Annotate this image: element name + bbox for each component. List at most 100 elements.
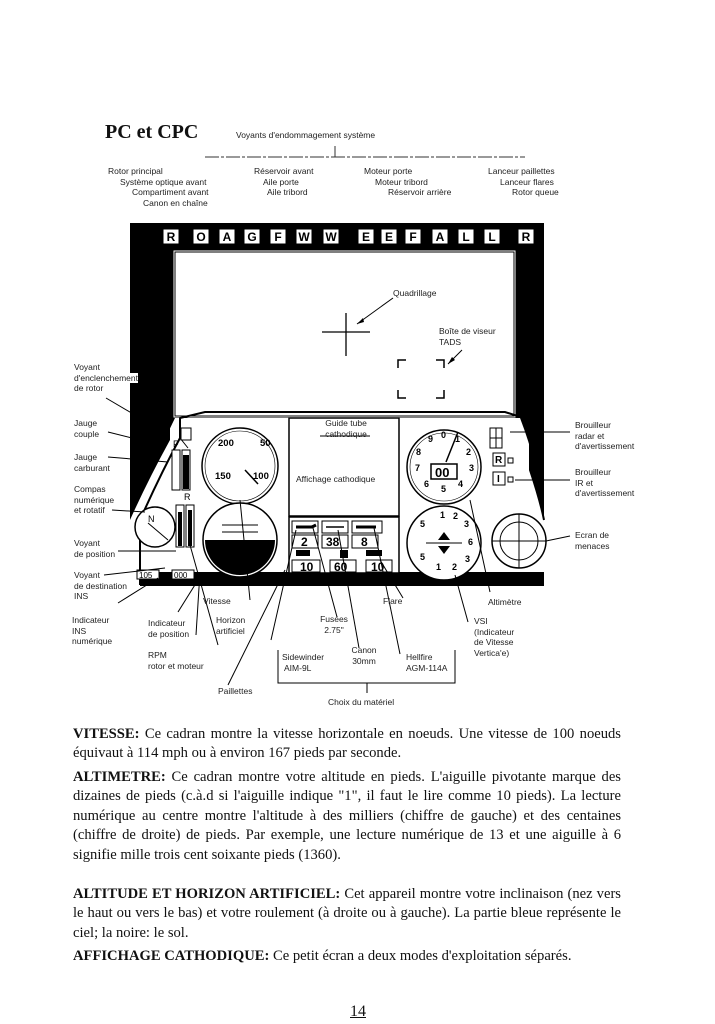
top-caption: Voyants d'endommagement système: [236, 130, 376, 140]
warning-light: [192, 228, 210, 245]
svg-text:1: 1: [436, 562, 441, 572]
svg-text:5: 5: [420, 552, 425, 562]
labels-col1: Rotor principal Système optique avant Co…: [108, 166, 209, 208]
page-number: 14: [350, 1003, 366, 1020]
paragraph-horizon: ALTITUDE ET HORIZON ARTIFICIEL: Cet appa…: [73, 886, 621, 941]
warning-light-label: A: [223, 230, 232, 244]
paragraph-vitesse: VITESSE: Ce cadran montre la vitesse hor…: [73, 726, 621, 762]
instrument-panel: [139, 411, 545, 585]
svg-text:2: 2: [453, 511, 458, 521]
warning-light-label: G: [247, 230, 256, 244]
warning-light-label: O: [196, 230, 205, 244]
warning-light: [218, 228, 236, 245]
svg-text:N: N: [148, 514, 155, 524]
svg-text:6: 6: [468, 537, 473, 547]
labels-col3: Moteur porte Moteur tribord Réservoir ar…: [364, 166, 452, 197]
svg-text:8: 8: [416, 447, 421, 457]
warning-light-label: R: [167, 230, 176, 244]
svg-text:8: 8: [361, 535, 368, 549]
svg-text:50: 50: [260, 438, 271, 449]
callout-altimetre: Altimètre: [488, 597, 522, 607]
callout-affichage: Affichage cathodique: [296, 474, 376, 484]
warning-light-label: F: [409, 230, 416, 244]
callout-quadrillage: Quadrillage: [393, 288, 437, 298]
labels-col2: Réservoir avant Aile porte Aile tribord: [254, 166, 314, 197]
callout-flare: Flare: [383, 596, 403, 606]
warning-light-label: E: [385, 230, 393, 244]
warning-light: [457, 228, 475, 245]
crt-display: [288, 417, 400, 517]
svg-text:I: I: [497, 474, 500, 485]
warning-light-label: A: [436, 230, 445, 244]
paragraph-altimetre: ALTIMETRE: Ce cadran montre votre altitu…: [73, 769, 621, 863]
svg-text:3: 3: [469, 463, 474, 473]
svg-text:38: 38: [326, 535, 340, 549]
warning-light: [322, 228, 340, 245]
svg-text:F: F: [173, 439, 179, 449]
svg-text:150: 150: [215, 471, 231, 482]
callout-choix: Choix du matériel: [328, 697, 395, 707]
torque-gauge: [180, 427, 192, 441]
svg-text:R: R: [184, 492, 191, 502]
svg-text:2: 2: [452, 562, 457, 572]
warning-light-label: F: [274, 230, 281, 244]
svg-text:00: 00: [435, 465, 449, 480]
svg-text:1: 1: [440, 510, 445, 520]
callout-paillettes: Paillettes: [218, 686, 253, 696]
tads-box: [397, 359, 445, 399]
svg-text:6: 6: [424, 479, 429, 489]
compass: [134, 506, 176, 548]
svg-text:3: 3: [465, 554, 470, 564]
svg-text:000: 000: [174, 571, 188, 580]
labels-col4: Lanceur paillettes Lanceur flares Rotor …: [488, 166, 559, 197]
warning-light-label: L: [488, 230, 495, 244]
svg-text:5: 5: [441, 484, 446, 494]
svg-text:100: 100: [253, 471, 269, 482]
warning-light-label: R: [522, 230, 531, 244]
svg-text:2: 2: [301, 535, 308, 549]
warning-light-label: W: [325, 230, 337, 244]
warning-light: [295, 228, 313, 245]
svg-text:7: 7: [415, 463, 420, 473]
warning-light: [517, 228, 535, 245]
svg-text:2: 2: [466, 447, 471, 457]
warning-light: [243, 228, 261, 245]
svg-text:R: R: [495, 455, 503, 466]
page-heading: PC et CPC: [105, 121, 199, 143]
svg-text:4: 4: [458, 479, 463, 489]
warning-light: [357, 228, 375, 245]
callout-vitesse: Vitesse: [203, 596, 231, 606]
warning-light: [431, 228, 449, 245]
svg-text:10: 10: [300, 560, 314, 574]
warning-light-label: L: [462, 230, 469, 244]
warning-light: [269, 228, 287, 245]
svg-text:5: 5: [420, 519, 425, 529]
ins-position: [171, 569, 195, 580]
fuel-gauge: [171, 449, 181, 491]
svg-text:9: 9: [428, 434, 433, 444]
svg-text:105: 105: [139, 571, 153, 580]
canopy-view: [172, 249, 517, 419]
paragraph-affichage: AFFICHAGE CATHODIQUE: Ce petit écran a d…: [73, 948, 572, 964]
